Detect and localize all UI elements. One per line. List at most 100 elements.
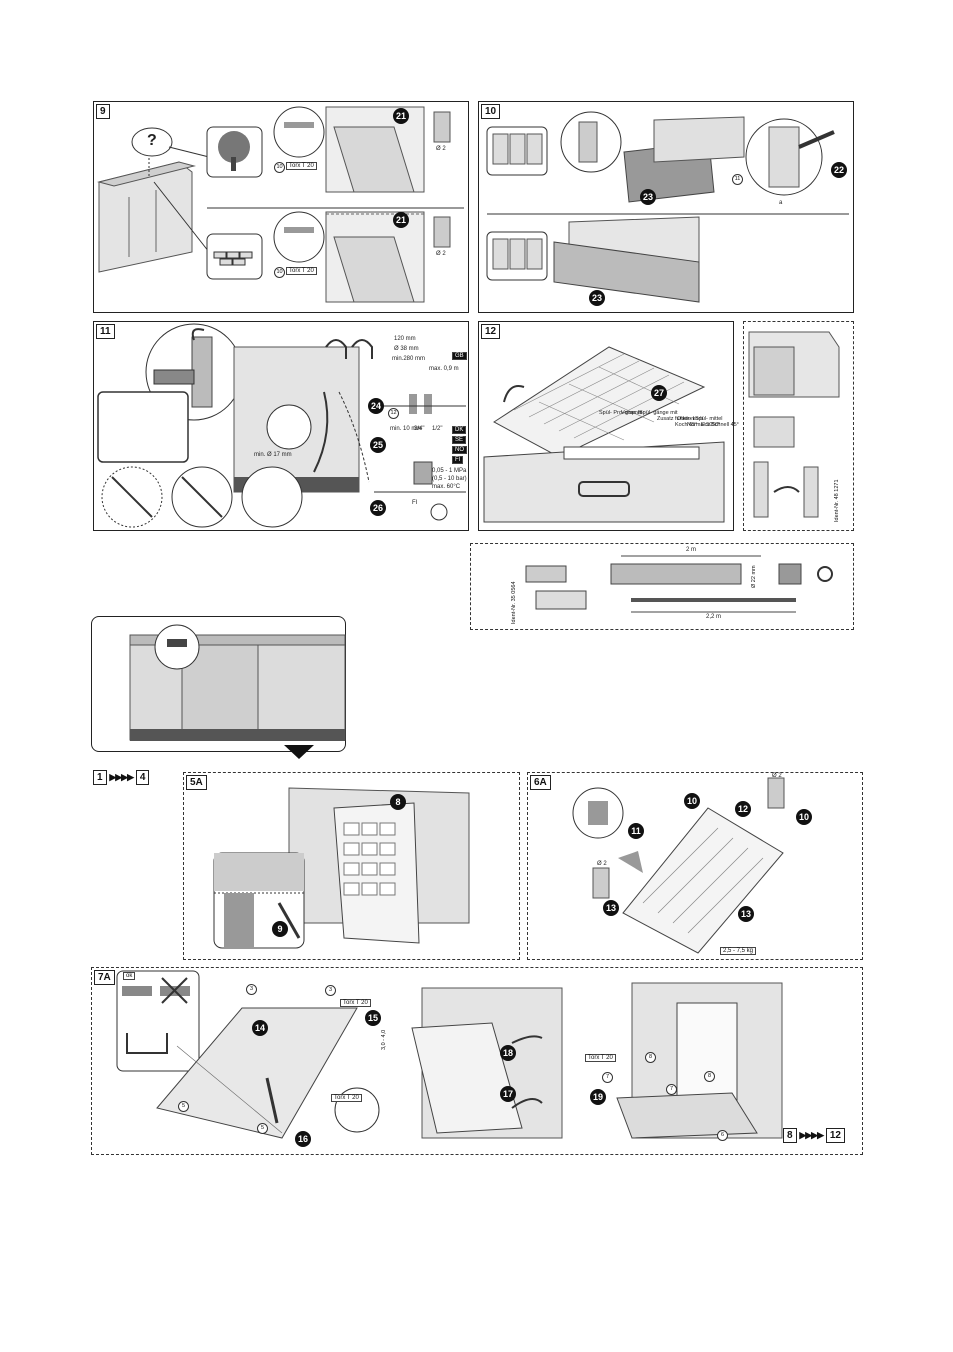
hose-length-2-2m: 2,2 m [706, 614, 722, 620]
panel-9-illustration [97, 106, 464, 303]
ring-ref-5a: 5 [178, 1101, 189, 1112]
hose-length-2m: 2 m [686, 547, 697, 553]
ring-ref-8a: 8 [645, 1052, 656, 1063]
callout-12: 12 [735, 801, 751, 817]
callout-17: 17 [500, 1086, 516, 1102]
panel-number: 5A [186, 775, 207, 790]
panel-hoses: Ident-Nr. 35 0564 2 m 2,2 m Ø 22 mm [470, 543, 854, 630]
sequence-to: 4 [135, 770, 150, 785]
panel-11: 11 24 25 26 12 120 mm Ø 38 mm min.280 mm [93, 321, 469, 531]
torx-label-3: Torx T 20 [585, 1054, 616, 1062]
panel-12-illustration [483, 346, 725, 523]
ring-ref-5b: 5 [257, 1123, 268, 1134]
panel-number: 12 [481, 324, 501, 339]
country-fi: FI [452, 456, 464, 464]
panel-12: 12 27 Spül- Pro- gramm Vorsp. le Spül- g… [478, 321, 739, 531]
country-no: NO [452, 446, 467, 454]
torx-label-bottom: Torx T 20 [286, 267, 317, 275]
table-header-5: Spül- mittel [695, 416, 723, 422]
panel-10: 10 22 23 23 11 a [478, 101, 854, 313]
callout-15: 15 [365, 1010, 381, 1026]
panel-5a: 5A 8 9 [183, 772, 520, 960]
label-min280mm: min.280 mm [392, 356, 426, 362]
callout-18: 18 [500, 1045, 516, 1061]
ring-ref-7a: 7 [602, 1072, 613, 1083]
ident-number-hoses: Ident-Nr. 35 0564 [511, 581, 517, 624]
callout-22: 22 [831, 162, 847, 178]
panel-9: 9 [93, 101, 469, 313]
table-header-4: Ober- korb [677, 416, 704, 422]
table-header-0: Spül- Pro- gramm [599, 410, 643, 416]
question-mark: ? [147, 132, 157, 149]
label-thread-12: 1/2" [432, 426, 443, 432]
label-min10mm: min. 10 mm [390, 426, 422, 432]
panel-6a-illustration [572, 777, 785, 954]
sequence-from: 1 [93, 770, 107, 785]
screw-ref-12: 12 [388, 408, 399, 419]
ring-ref-3b: 3 [325, 985, 336, 996]
panel-number: 11 [96, 324, 115, 339]
callout-11: 11 [628, 823, 644, 839]
sequence-1-to-4: 1 ▶▶▶▶ 4 [93, 770, 150, 785]
table-header-1: Vorsp. le [621, 410, 643, 416]
screw-ref-10-top: 10 [274, 162, 285, 173]
callout-25: 25 [370, 437, 386, 453]
dim-d2-right: Ø 2 [772, 773, 782, 779]
label-thread-34: 3/4" [414, 426, 425, 432]
callout-13-left: 13 [603, 900, 619, 916]
dim-screw-length: 3,0 - 4,0 [381, 1029, 387, 1050]
panel-7a-illustration [116, 970, 783, 1139]
torx-label-top: Torx T 20 [286, 162, 317, 170]
panel-10-illustration [486, 111, 849, 303]
ring-ref-7b: 7 [666, 1084, 677, 1095]
panel-6a: 6A 10 10 11 12 13 13 Ø 2 Ø 2 2,5 - 7,5 k… [527, 772, 863, 960]
sequence-to: 12 [825, 1128, 845, 1143]
panel-11-illustration [97, 323, 466, 528]
weight-range: 2,5 - 7,5 kg [720, 947, 757, 955]
panel-5a-illustration [213, 787, 470, 949]
callout-23-bottom: 23 [589, 290, 605, 306]
label-pressure: 0,05 - 1 MPa [432, 468, 467, 474]
table-header-2: Spül- gänge mit [639, 410, 678, 416]
callout-16: 16 [295, 1131, 311, 1147]
callout-27: 27 [651, 385, 667, 401]
panel-side-kit: Ident-Nr. 48 1271 [743, 321, 854, 531]
country-dk: DK [452, 426, 467, 434]
callout-26: 26 [370, 500, 386, 516]
callout-21-bottom: 21 [393, 212, 409, 228]
callout-10-right: 10 [796, 809, 812, 825]
hoses-illustration [525, 555, 833, 613]
label-fin: FI [412, 500, 418, 506]
panel-front-view [91, 616, 346, 759]
callout-8: 8 [390, 794, 406, 810]
panel-7a: 7A ok 14 15 16 17 18 19 Torx T 20 Torx T… [91, 967, 863, 1155]
screw-ref-11: 11 [732, 174, 743, 185]
label-max09m: max. 0,9 m [429, 366, 459, 372]
dim-d2-bottom: Ø 2 [436, 251, 446, 257]
dim-a: a [779, 200, 783, 206]
label-min-d17: min. Ø 17 mm [254, 452, 292, 458]
sequence-arrows: ▶▶▶▶ [109, 772, 134, 782]
label-temp: max. 60°C [432, 484, 461, 490]
sequence-from: 8 [783, 1128, 797, 1143]
callout-9: 9 [272, 921, 288, 937]
table-header-3: Zusatz funktion [657, 416, 695, 422]
table-header-9: Schnell 45° [711, 422, 739, 428]
sequence-8-to-12: 8 ▶▶▶▶ 12 [783, 1128, 845, 1143]
front-view-pointer [284, 745, 314, 759]
ring-ref-3a: 3 [246, 984, 257, 995]
hose-diameter: Ø 22 mm [751, 565, 757, 588]
callout-24: 24 [368, 398, 384, 414]
panel-number: 9 [96, 104, 110, 119]
ident-number-side: Ident-Nr. 48 1271 [834, 479, 840, 522]
sequence-arrows: ▶▶▶▶ [799, 1130, 824, 1140]
label-120mm: 120 mm [394, 336, 416, 342]
panel-number: 7A [94, 970, 115, 985]
callout-21-top: 21 [393, 108, 409, 124]
front-view-illustration [129, 624, 346, 741]
screw-ref-10-bottom: 10 [274, 267, 285, 278]
table-header-8: Eco 50° [701, 422, 721, 428]
panel-number: 10 [481, 104, 501, 119]
dim-d2-left: Ø 2 [597, 861, 607, 867]
label-d38mm: Ø 38 mm [394, 346, 419, 352]
